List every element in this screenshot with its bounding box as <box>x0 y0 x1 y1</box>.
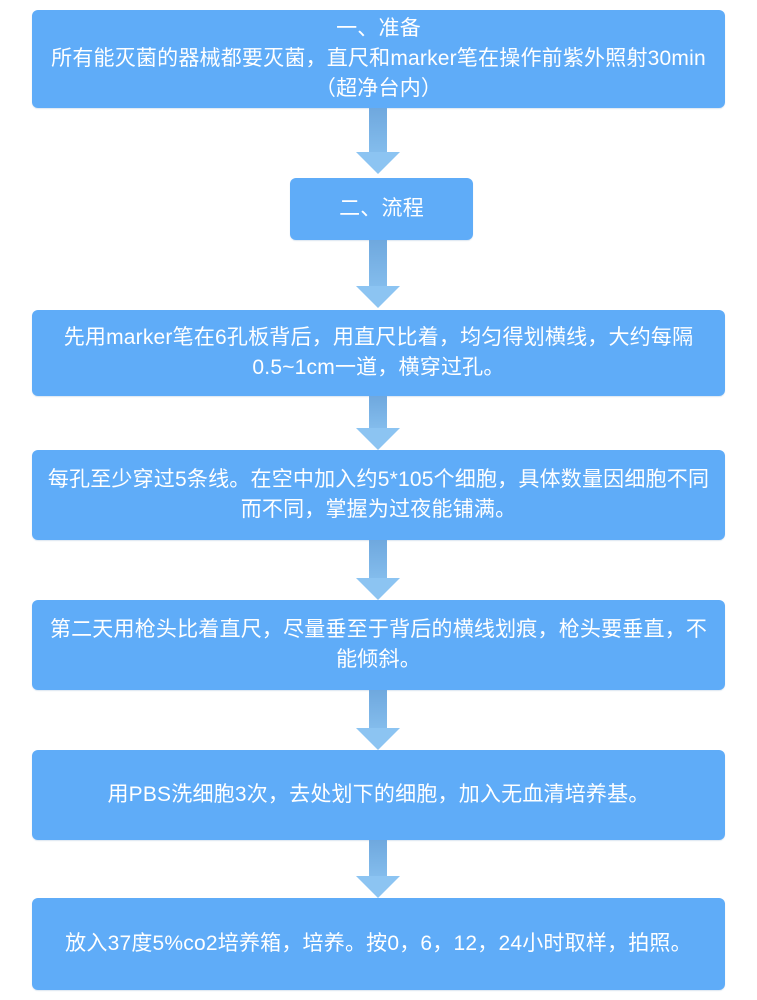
flow-node-label: 放入37度5%co2培养箱，培养。按0，6，12，24小时取样，拍照。 <box>65 932 692 955</box>
arrow-down-icon <box>356 540 400 600</box>
arrow-down-icon <box>356 108 400 174</box>
flow-node-step-draw-lines: 先用marker笔在6孔板背后，用直尺比着，均匀得划横线，大约每隔0.5~1cm… <box>32 310 725 396</box>
arrow-down-icon <box>356 396 400 450</box>
arrow-head <box>356 876 400 898</box>
flow-node-preparation-step: 一、准备 所有能灭菌的器械都要灭菌，直尺和marker笔在操作前紫外照射30mi… <box>32 10 725 108</box>
flow-node-step-scratch: 第二天用枪头比着直尺，尽量垂至于背后的横线划痕，枪头要垂直，不能倾斜。 <box>32 600 725 690</box>
flow-node-label: 每孔至少穿过5条线。在空中加入约5*105个细胞，具体数量因细胞不同而不同，掌握… <box>47 468 710 521</box>
arrow-stem <box>369 108 387 152</box>
arrow-head <box>356 286 400 308</box>
arrow-head <box>356 152 400 174</box>
flow-node-label: 一、准备 所有能灭菌的器械都要灭菌，直尺和marker笔在操作前紫外照射30mi… <box>51 17 706 100</box>
arrow-down-icon <box>356 240 400 308</box>
arrow-head <box>356 428 400 450</box>
arrow-head <box>356 578 400 600</box>
arrow-stem <box>369 840 387 876</box>
flow-node-label: 第二天用枪头比着直尺，尽量垂至于背后的横线划痕，枪头要垂直，不能倾斜。 <box>49 618 708 671</box>
arrow-head <box>356 728 400 750</box>
flow-node-step-wash-pbs: 用PBS洗细胞3次，去处划下的细胞，加入无血清培养基。 <box>32 750 725 840</box>
flow-node-step-seed-cells: 每孔至少穿过5条线。在空中加入约5*105个细胞，具体数量因细胞不同而不同，掌握… <box>32 450 725 540</box>
flow-node-step-incubate: 放入37度5%co2培养箱，培养。按0，6，12，24小时取样，拍照。 <box>32 898 725 990</box>
flow-node-procedure-header: 二、流程 <box>290 178 473 240</box>
arrow-stem <box>369 396 387 428</box>
arrow-stem <box>369 690 387 728</box>
arrow-stem <box>369 540 387 578</box>
flow-node-label: 用PBS洗细胞3次，去处划下的细胞，加入无血清培养基。 <box>107 783 650 806</box>
arrow-stem <box>369 240 387 286</box>
arrow-down-icon <box>356 840 400 898</box>
flow-node-label: 先用marker笔在6孔板背后，用直尺比着，均匀得划横线，大约每隔0.5~1cm… <box>63 326 694 379</box>
arrow-down-icon <box>356 690 400 750</box>
flow-node-label: 二、流程 <box>339 197 424 220</box>
